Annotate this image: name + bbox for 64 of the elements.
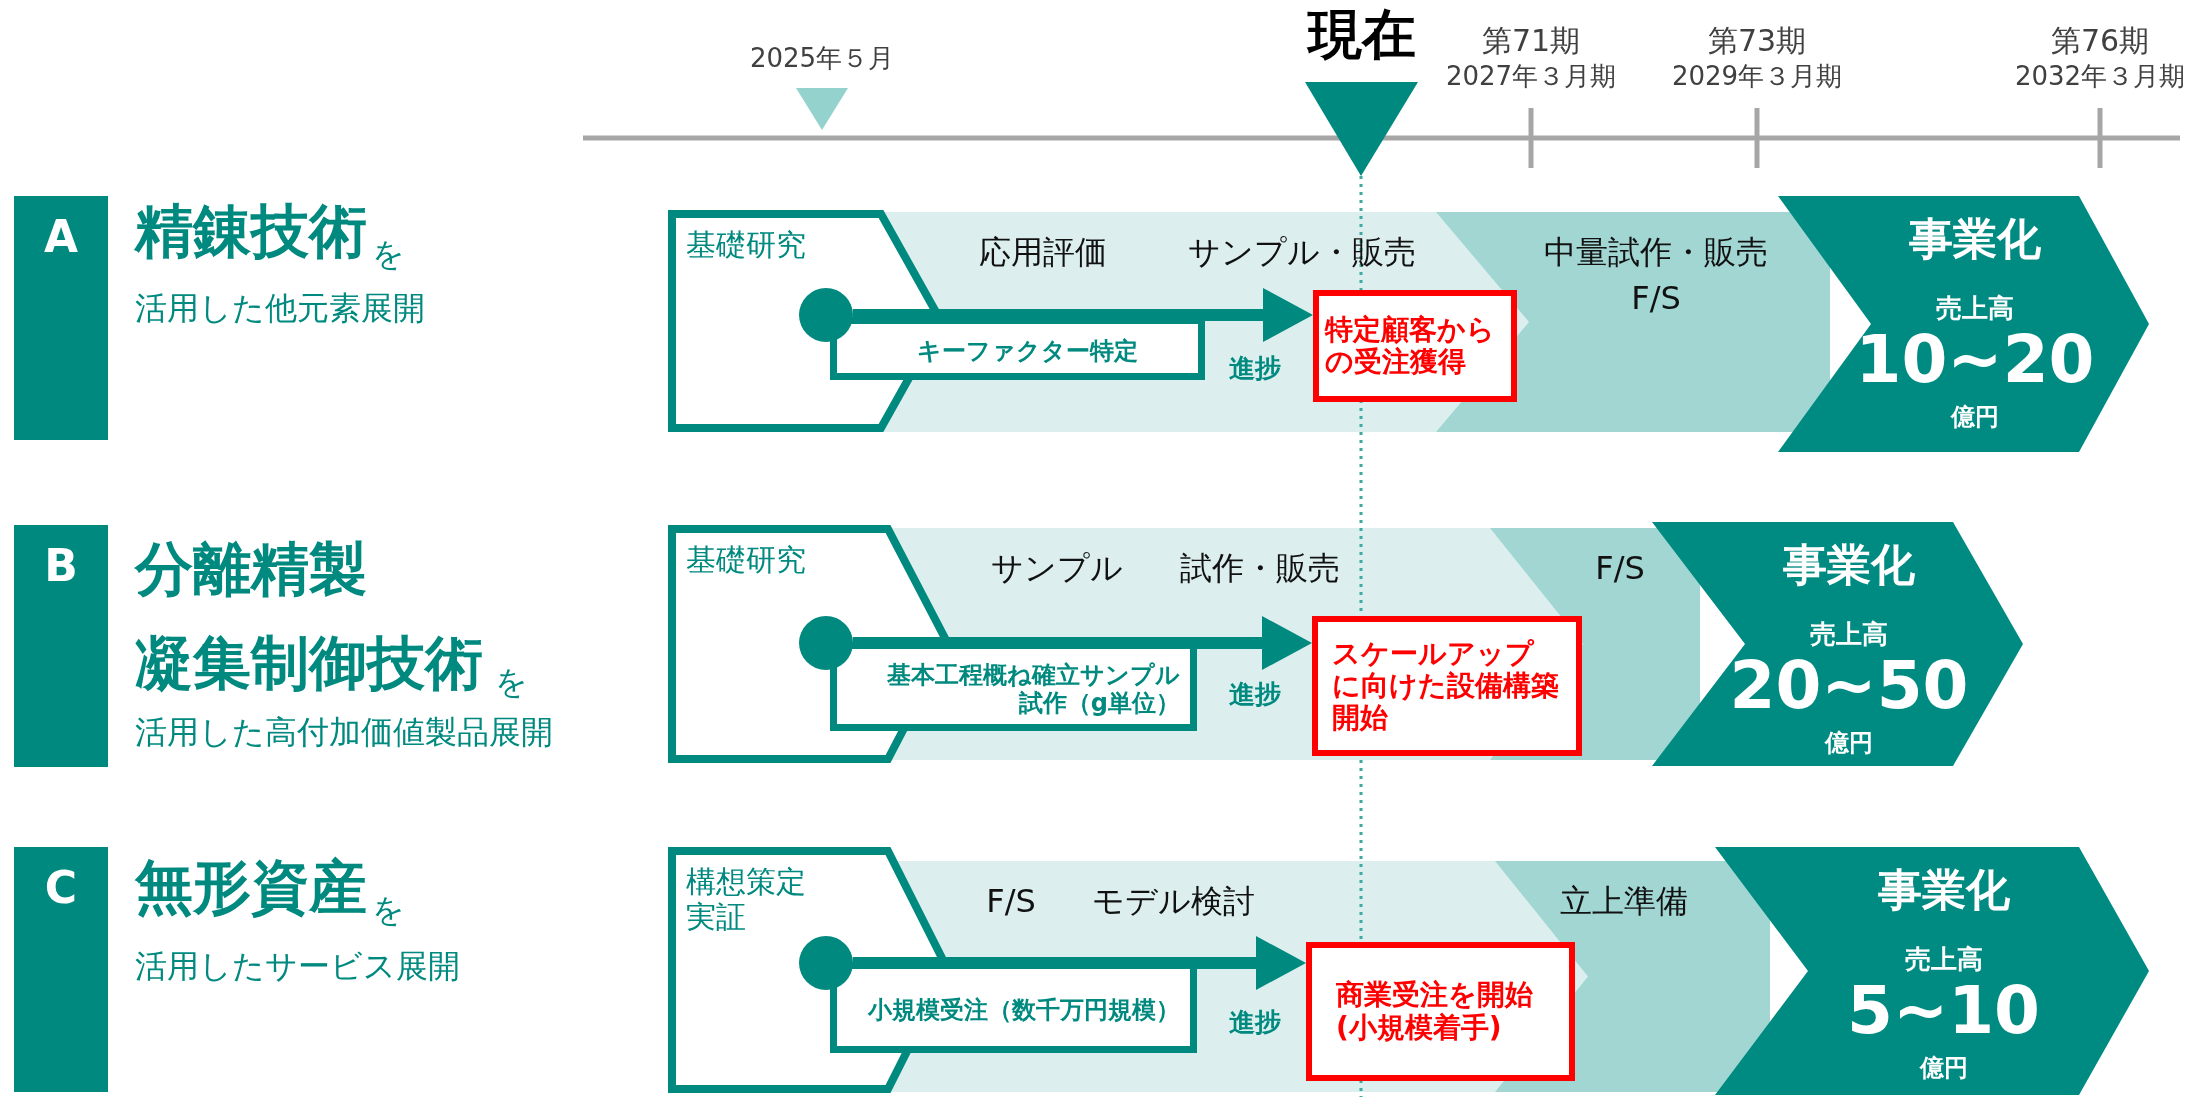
row-letter-tab	[14, 847, 108, 1092]
goal-text: 売上高	[1936, 294, 2014, 324]
theme-heading: 分離精製	[135, 536, 367, 603]
phase-label: 中量試作・販売	[1544, 234, 1768, 271]
particle-text: を	[372, 892, 405, 929]
row-letter-tab	[14, 525, 108, 767]
phase-label: F/S	[1595, 550, 1645, 587]
goal-text: 売上高	[1904, 945, 1983, 975]
target-box	[1306, 942, 1575, 1081]
progress-arrow	[853, 936, 1306, 990]
particle-text: を	[372, 236, 405, 273]
period-label: 第73期	[1707, 24, 1807, 59]
phase-label: 立上準備	[1560, 883, 1688, 920]
period-label: 第76期	[2050, 24, 2150, 59]
period-label: 第71期	[1481, 24, 1581, 59]
row-letter: C	[44, 863, 78, 914]
row-letter: B	[44, 541, 78, 592]
target-text: 商業受注を開始(小規模着手)	[1336, 979, 1534, 1044]
phase-label: 基礎研究	[686, 543, 807, 578]
progress-arrow	[853, 288, 1313, 342]
progress-arrow	[853, 616, 1312, 670]
phase-label: F/S	[986, 883, 1036, 920]
goal-text: 売上高	[1810, 620, 1888, 650]
theme-heading: 凝集制御技術	[135, 630, 483, 697]
sales-figure: 5~10	[1846, 973, 2041, 1049]
theme-heading: 精錬技術	[135, 198, 367, 265]
row-letter: A	[43, 212, 79, 263]
target-box	[1312, 616, 1582, 756]
row-letter-tab	[14, 196, 108, 440]
phase-label: 応用評価	[979, 234, 1107, 271]
phase-label: モデル検討	[1091, 883, 1255, 920]
goal-title: 事業化	[1783, 540, 1915, 591]
goal-text: 億円	[1951, 404, 1999, 432]
sales-figure: 10~20	[1855, 322, 2095, 398]
sales-figure: 20~50	[1729, 648, 1969, 724]
phase-label: 構想策定実証	[686, 865, 807, 934]
phase-label: 試作・販売	[1180, 550, 1340, 587]
theme-subtitle: 活用した他元素展開	[135, 290, 425, 327]
progress-label: 進捗	[1229, 354, 1281, 384]
phase-label: サンプル	[991, 550, 1123, 587]
theme-heading: 無形資産	[135, 854, 367, 921]
phase-label: サンプル・販売	[1188, 234, 1416, 271]
progress-label: 進捗	[1229, 680, 1281, 710]
phase-label: 基礎研究	[686, 228, 807, 263]
date-label: 2029年３月期	[1671, 62, 1843, 92]
progress-label: 進捗	[1229, 1008, 1281, 1038]
goal-title: 事業化	[1877, 865, 2010, 916]
current-label: 現在	[1308, 4, 1416, 67]
phase-label: F/S	[1631, 280, 1681, 317]
date-label: 2025年５月	[749, 44, 895, 74]
goal-title: 事業化	[1909, 214, 2041, 265]
milestone-text: 小規模受注（数千万円規模）	[866, 994, 1181, 1025]
target-text: 特定顧客からの受注獲得	[1325, 313, 1496, 379]
target-box	[1313, 290, 1517, 402]
target-text: スケールアップに向けた設備構築開始	[1332, 637, 1560, 735]
theme-subtitle: 活用した高付加価値製品展開	[135, 714, 553, 751]
milestone-text: 基本工程概ね確立サンプル試作（g単位）	[886, 659, 1181, 718]
particle-text: を	[495, 664, 528, 701]
theme-subtitle: 活用したサービス展開	[135, 948, 460, 985]
date-label: 2032年３月期	[2014, 62, 2186, 92]
date-label: 2027年３月期	[1445, 62, 1617, 92]
goal-text: 億円	[1919, 1055, 1968, 1083]
milestone-text: キーファクター特定	[916, 335, 1139, 366]
goal-text: 億円	[1825, 730, 1873, 758]
